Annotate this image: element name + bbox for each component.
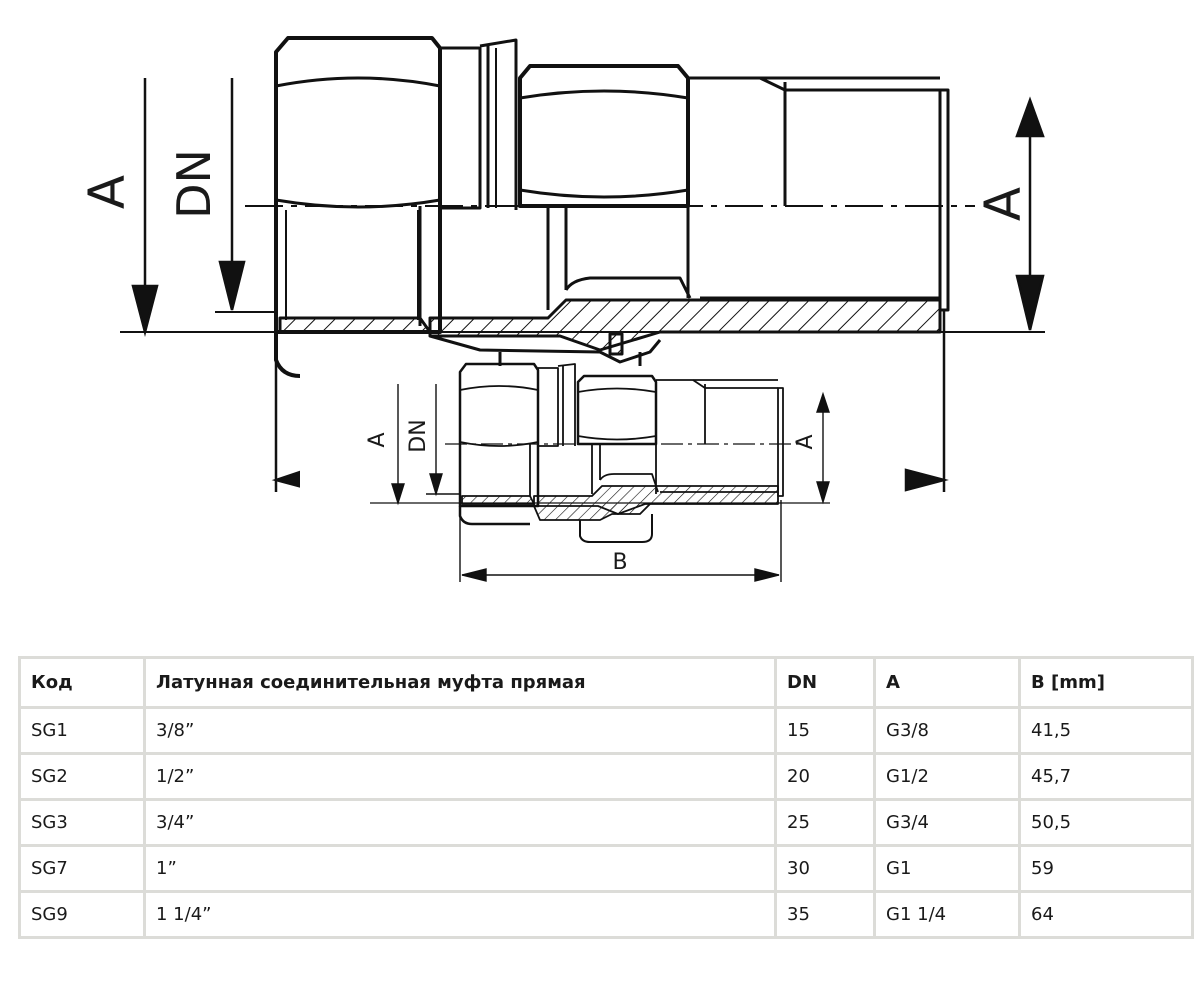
cell-code: SG2 — [21, 755, 143, 798]
cell-a: G1 — [876, 847, 1018, 890]
cell-dn: 25 — [777, 801, 873, 844]
cell-a: G1 1/4 — [876, 893, 1018, 936]
large-dim-label-a-right: A — [974, 187, 1032, 221]
cell-a: G3/8 — [876, 709, 1018, 752]
cell-size: 1/2” — [146, 755, 774, 798]
table-row: SG2 1/2” 20 G1/2 45,7 — [21, 755, 1191, 798]
cell-dn: 35 — [777, 893, 873, 936]
cell-code: SG1 — [21, 709, 143, 752]
cell-code: SG9 — [21, 893, 143, 936]
cell-code: SG7 — [21, 847, 143, 890]
cell-dn: 30 — [777, 847, 873, 890]
small-dim-label-a-left: A — [365, 432, 390, 447]
cell-dn: 15 — [777, 709, 873, 752]
table-header-row: Код Латунная соединительная муфта прямая… — [21, 659, 1191, 706]
cell-size: 3/8” — [146, 709, 774, 752]
header-dn: DN — [777, 659, 873, 706]
cell-b: 45,7 — [1021, 755, 1191, 798]
cell-size: 1” — [146, 847, 774, 890]
small-dim-label-dn: DN — [406, 419, 431, 452]
small-fitting-drawing — [370, 362, 830, 543]
table-row: SG1 3/8” 15 G3/8 41,5 — [21, 709, 1191, 752]
cell-a: G3/4 — [876, 801, 1018, 844]
cell-b: 41,5 — [1021, 709, 1191, 752]
small-dimension-lines — [391, 384, 830, 582]
cell-b: 50,5 — [1021, 801, 1191, 844]
table-row: SG7 1” 30 G1 59 — [21, 847, 1191, 890]
header-description: Латунная соединительная муфта прямая — [146, 659, 774, 706]
small-dim-label-a-right: A — [793, 434, 818, 449]
cell-code: SG3 — [21, 801, 143, 844]
large-fitting-drawing — [120, 36, 1045, 378]
cell-dn: 20 — [777, 755, 873, 798]
large-dim-label-a-left: A — [78, 175, 136, 209]
cell-size: 1 1/4” — [146, 893, 774, 936]
cell-b: 64 — [1021, 893, 1191, 936]
small-dim-label-b: B — [612, 550, 627, 575]
cell-a: G1/2 — [876, 755, 1018, 798]
cell-b: 59 — [1021, 847, 1191, 890]
technical-drawing: A DN A — [78, 36, 1045, 582]
table-row: SG3 3/4” 25 G3/4 50,5 — [21, 801, 1191, 844]
header-a: A — [876, 659, 1018, 706]
header-code: Код — [21, 659, 143, 706]
cell-size: 3/4” — [146, 801, 774, 844]
large-dim-label-dn: DN — [167, 149, 221, 219]
spec-table: Код Латунная соединительная муфта прямая… — [18, 656, 1194, 939]
table-row: SG9 1 1/4” 35 G1 1/4 64 — [21, 893, 1191, 936]
header-b: B [mm] — [1021, 659, 1191, 706]
large-dimension-lines — [131, 78, 1045, 492]
